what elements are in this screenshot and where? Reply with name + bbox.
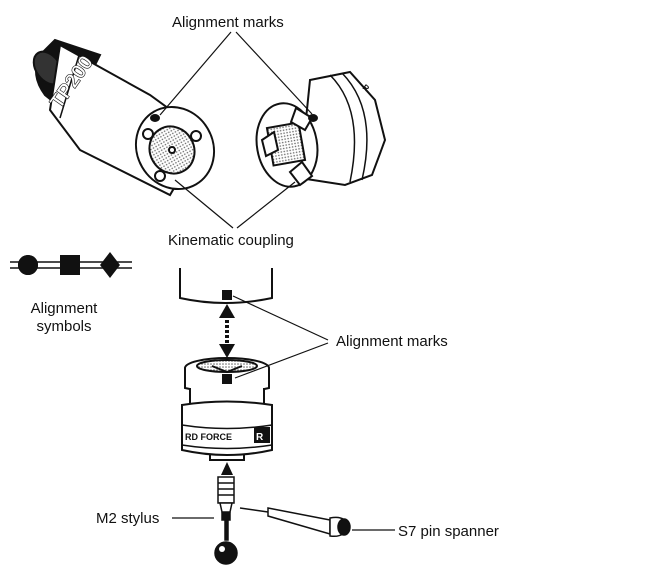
module-band-engraving: RD FORCE bbox=[185, 432, 232, 442]
probe-lower-end bbox=[179, 268, 273, 304]
label-alignment-marks-top: Alignment marks bbox=[172, 14, 284, 31]
m2-stylus bbox=[214, 476, 238, 565]
label-alignment-symbols-line1: Alignment bbox=[30, 300, 98, 317]
label-kinematic-coupling: Kinematic coupling bbox=[168, 232, 294, 249]
module-logo-engraving: R bbox=[256, 432, 264, 443]
tp200-probe-body bbox=[32, 38, 216, 197]
label-s7-pin-spanner: S7 pin spanner bbox=[398, 523, 499, 540]
stylus-module-top bbox=[255, 70, 387, 188]
stylus-module-lower bbox=[181, 357, 273, 461]
label-alignment-symbols-line2: symbols bbox=[36, 318, 92, 335]
module-side-engraving: R. bbox=[361, 83, 373, 95]
insert-arrow bbox=[221, 462, 233, 475]
s7-pin-spanner bbox=[239, 507, 351, 538]
leader-lines-top bbox=[159, 31, 313, 229]
label-m2-stylus: M2 stylus bbox=[96, 510, 160, 527]
double-arrow bbox=[219, 304, 235, 358]
alignment-symbols bbox=[10, 252, 132, 278]
label-alignment-marks-mid: Alignment marks bbox=[336, 333, 448, 350]
leader-lines-bottom bbox=[172, 295, 395, 531]
